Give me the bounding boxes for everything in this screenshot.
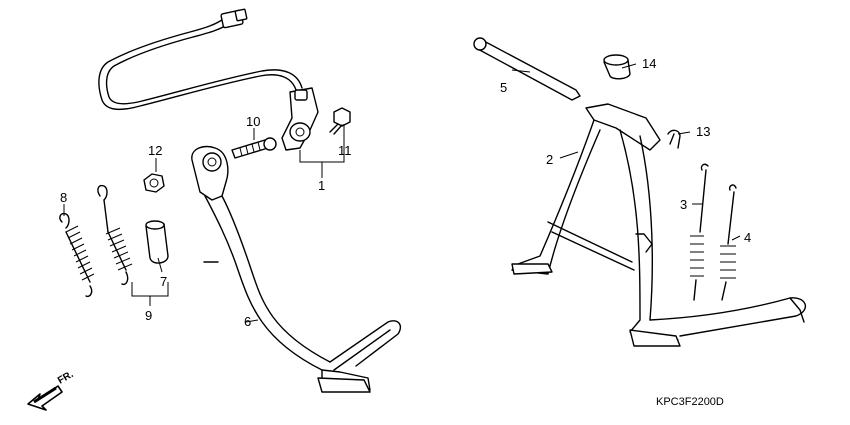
leader-6 xyxy=(245,319,259,323)
front-direction-arrow-icon xyxy=(27,385,63,411)
nut-12 xyxy=(143,173,165,193)
spring-4 xyxy=(720,184,737,301)
callout-1: 1 xyxy=(318,178,325,193)
side-stand-switch-assembly xyxy=(98,8,319,151)
callout-5: 5 xyxy=(500,80,507,95)
diagram-code: KPC3F2200D xyxy=(656,396,724,408)
callout-13: 13 xyxy=(696,124,710,139)
callout-4: 4 xyxy=(744,230,751,245)
cotter-pin-13 xyxy=(667,129,681,149)
callout-8: 8 xyxy=(60,190,67,205)
callout-12: 12 xyxy=(148,143,162,158)
callout-10: 10 xyxy=(246,114,260,129)
callout-9: 9 xyxy=(145,308,152,323)
leader-7 xyxy=(157,257,163,273)
leader-2 xyxy=(559,151,579,159)
leader-14 xyxy=(621,63,637,69)
leader-5 xyxy=(511,69,531,73)
callout-7: 7 xyxy=(160,274,167,289)
callout-3: 3 xyxy=(680,197,687,212)
callout-14: 14 xyxy=(642,56,656,71)
main-stand-2 xyxy=(511,103,807,347)
collar-7 xyxy=(145,220,169,264)
bolt-10 xyxy=(231,137,277,159)
side-stand-6 xyxy=(191,145,402,393)
spring-8 xyxy=(59,212,95,298)
leader-13 xyxy=(677,131,691,135)
spring-9 xyxy=(97,184,133,286)
rubber-stopper-14 xyxy=(603,54,631,80)
leader-4 xyxy=(731,235,741,241)
bolt-11 xyxy=(329,107,351,135)
direction-label: FR. xyxy=(56,369,76,387)
callout-11: 11 xyxy=(338,143,352,158)
pivot-shaft-5 xyxy=(473,37,581,101)
callout-2: 2 xyxy=(546,152,553,167)
spring-3 xyxy=(690,163,709,301)
callout-6: 6 xyxy=(244,314,251,329)
